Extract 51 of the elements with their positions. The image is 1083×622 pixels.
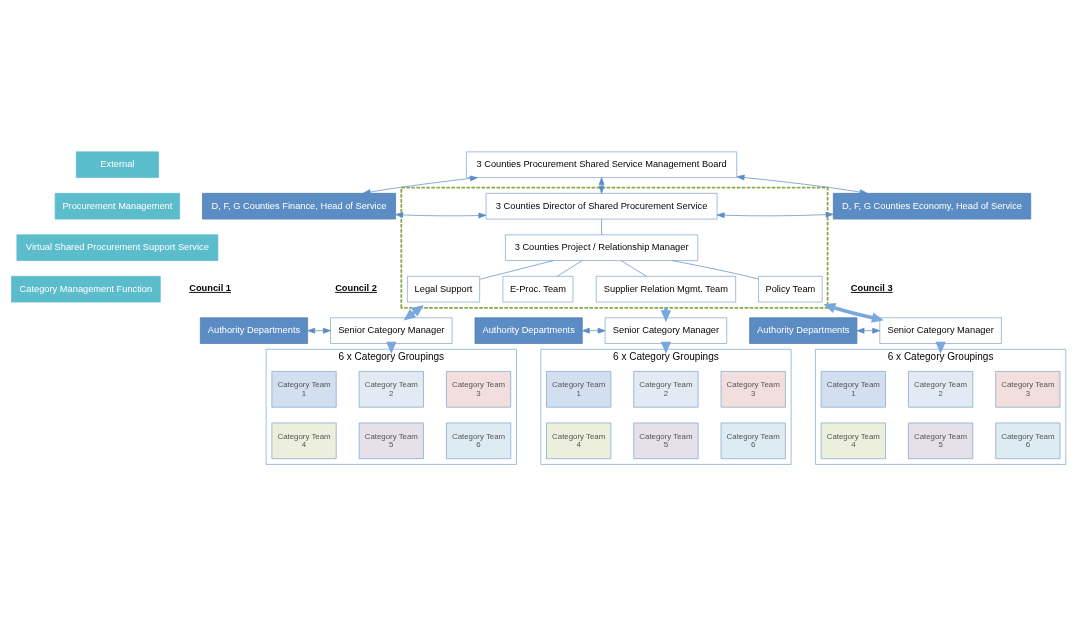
node-box: Authority Departments: [749, 317, 858, 344]
node-box: Category Team 5: [633, 422, 699, 460]
node-box: Category Team 4: [546, 422, 612, 460]
node-box: Category Team 5: [358, 422, 424, 460]
node-box: Supplier Relation Mgmt. Team: [595, 275, 737, 303]
arrow: [598, 177, 605, 194]
node-box: Authority Departments: [474, 317, 583, 344]
arrow: [823, 303, 884, 323]
node-box: Category Team 2: [908, 371, 974, 408]
label: Council 2: [335, 282, 377, 293]
node-box: Category Team 6: [995, 422, 1061, 460]
label: Council 3: [850, 282, 893, 293]
node-box: Authority Departments: [199, 317, 308, 344]
node-box: Category Team 6: [720, 422, 786, 460]
arrow: [581, 327, 606, 334]
arrow: [307, 327, 331, 334]
node-box: Policy Team: [758, 275, 823, 303]
node-box: Category Team 2: [358, 371, 424, 408]
connector: [479, 260, 554, 280]
arrow: [362, 175, 478, 195]
node-box: Procurement Management: [54, 193, 180, 220]
node-box: 3 Counties Project / Relationship Manager: [505, 234, 699, 261]
node-box: Category Team 3: [995, 371, 1061, 408]
node-box: Category Team 1: [271, 371, 337, 408]
node-box: Category Team 3: [720, 371, 786, 408]
node-box: Category Team 4: [271, 422, 337, 460]
connector: [601, 218, 602, 236]
connector: [556, 260, 583, 277]
node-box: 3 Counties Director of Shared Procurement Service: [485, 193, 718, 220]
arrow: [736, 174, 868, 195]
node-box: Legal Support: [407, 275, 480, 303]
node-box: D, F, G Counties Economy, Head of Service: [832, 193, 1032, 220]
node-box: Virtual Shared Procurement Support Service: [16, 234, 219, 261]
node-box: D, F, G Counties Finance, Head of Service: [202, 193, 396, 220]
node-box: Category Team 2: [633, 371, 699, 408]
node-box: Category Team 1: [820, 371, 886, 408]
node-box: External: [75, 151, 159, 178]
node-box: Category Team 6: [446, 422, 512, 460]
arrow: [395, 212, 487, 219]
node-box: Category Team 5: [908, 422, 974, 460]
arrow: [716, 211, 834, 219]
node-box: Category Team 4: [820, 422, 886, 460]
arrow: [403, 305, 424, 321]
node-box: Category Team 3: [446, 371, 512, 408]
node-box: E-Proc. Team: [502, 275, 574, 303]
node-box: Category Management Function: [11, 275, 161, 303]
node-box: Category Team 1: [546, 371, 612, 408]
node-box: 3 Counties Procurement Shared Service Management Board: [466, 151, 738, 178]
arrow: [856, 327, 881, 334]
label: Council 1: [189, 282, 232, 293]
connector: [620, 260, 647, 277]
